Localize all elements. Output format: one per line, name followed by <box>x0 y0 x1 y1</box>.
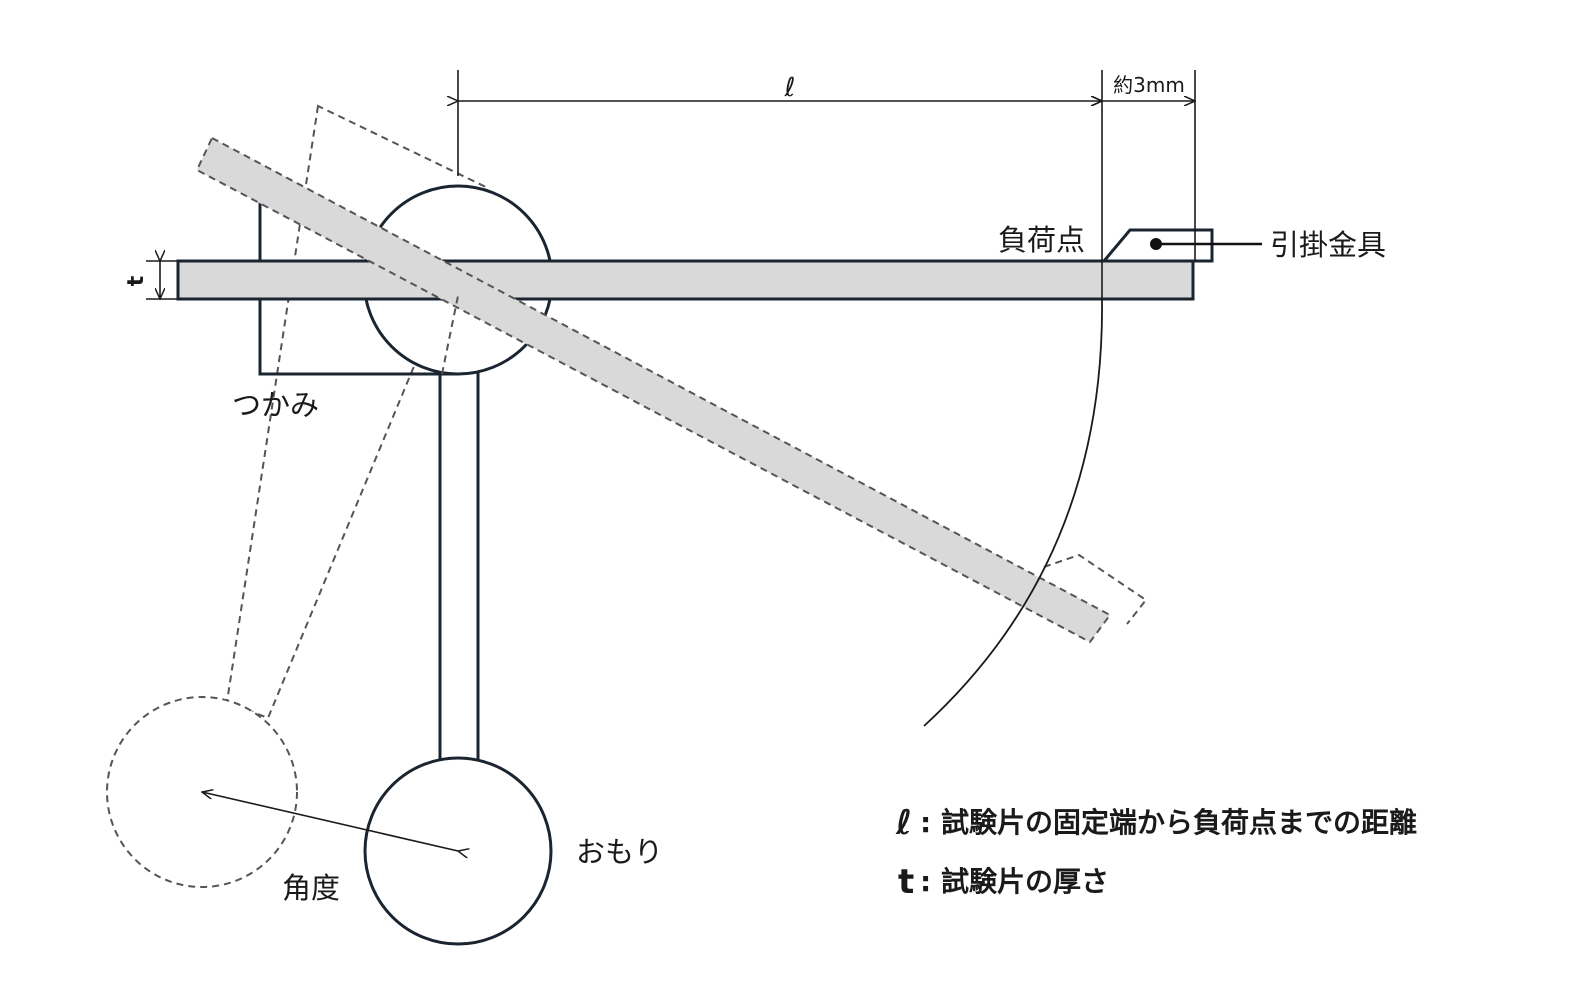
label-gap: 約3mm <box>1113 73 1185 97</box>
legend-symbol-thickness: t <box>898 862 914 902</box>
load-point-arc <box>923 298 1103 727</box>
label-thickness-symbol: t <box>124 275 149 286</box>
specimen-horizontal <box>176 259 1195 301</box>
label-grip: つかみ <box>232 388 319 422</box>
label-load-point: 負荷点 <box>998 223 1085 257</box>
hook-fitting-displaced <box>1043 553 1148 625</box>
label-weight: おもり <box>576 835 663 869</box>
legend-item-length: ℓ : 試験片の固定端から負荷点までの距離 <box>895 803 1417 843</box>
legend-symbol-length: ℓ <box>895 803 912 843</box>
label-angle: 角度 <box>282 871 340 905</box>
label-length-symbol: ℓ <box>784 73 796 103</box>
legend-text-length: : 試験片の固定端から負荷点までの距離 <box>920 806 1417 839</box>
legend-text-thickness: : 試験片の厚さ <box>920 865 1109 898</box>
legend-item-thickness: t : 試験片の厚さ <box>898 862 1109 902</box>
specimen-bent <box>195 136 1112 644</box>
angle-arrow <box>202 792 458 851</box>
grip-inner-dashed-edge <box>441 295 459 375</box>
label-hook-fitting: 引掛金具 <box>1270 228 1386 262</box>
displaced-arm-outline <box>225 104 490 720</box>
pendulum-arm <box>438 370 480 762</box>
legend: ℓ : 試験片の固定端から負荷点までの距離 t : 試験片の厚さ <box>895 803 1417 902</box>
